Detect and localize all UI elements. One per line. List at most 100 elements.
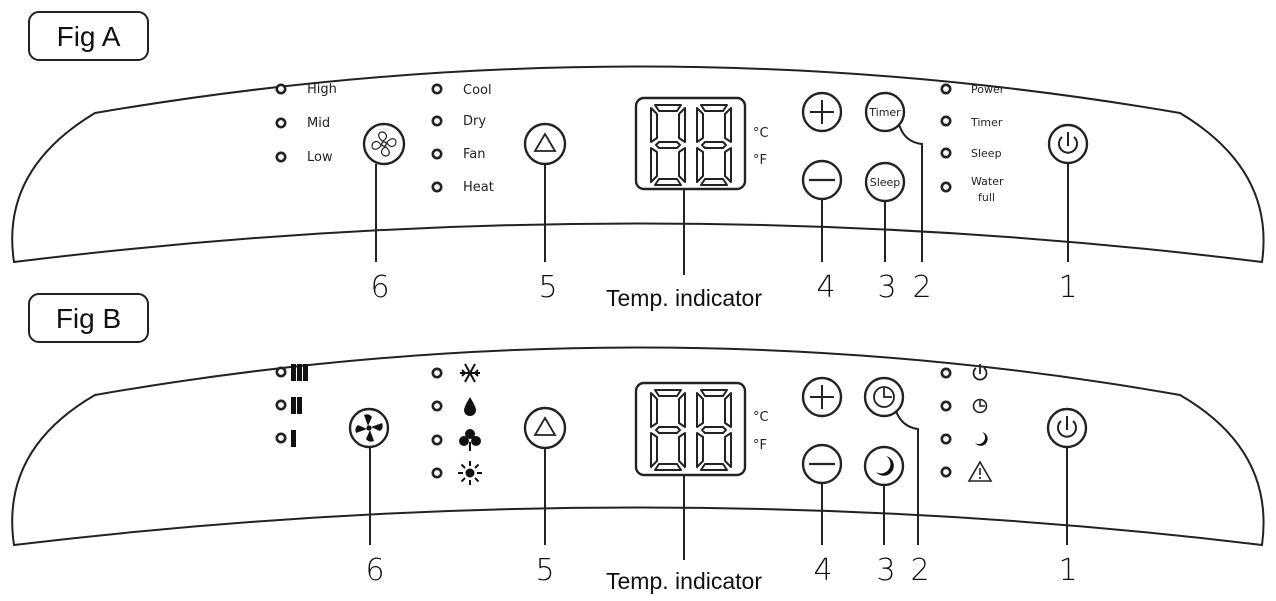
led-sleep — [940, 147, 952, 159]
triangle-up-icon — [533, 132, 557, 152]
led-label-full: full — [978, 191, 995, 204]
fig-b-label-box — [28, 293, 149, 343]
fan-speed-low-icon — [291, 430, 296, 447]
callout-5: 5 — [535, 553, 554, 588]
fig-b-fan-speed-leds — [275, 364, 308, 447]
fig-b-panel-outline — [11, 346, 1265, 547]
fig-a-status-leds: Power Timer Sleep Water full — [940, 83, 1005, 204]
temp-down-button[interactable] — [801, 443, 843, 485]
led-dry — [431, 115, 443, 127]
led-label-timer: Timer — [970, 116, 1003, 129]
led-high — [275, 83, 287, 95]
fig-b-mode-leds — [431, 363, 482, 485]
water-drop-icon — [464, 397, 476, 416]
led-low — [275, 432, 287, 444]
fig-b-status-leds — [940, 364, 993, 482]
led-label-high: High — [307, 82, 337, 97]
moon-icon — [876, 456, 894, 476]
timer-button-label: Timer — [868, 106, 901, 119]
fahrenheit-indicator: °F — [753, 153, 767, 168]
callout-1: 1 — [1058, 270, 1077, 305]
led-label-power: Power — [971, 83, 1005, 96]
led-label-cool: Cool — [463, 83, 492, 98]
led-power — [940, 83, 952, 95]
power-icon — [1058, 132, 1078, 154]
led-sleep — [940, 433, 952, 445]
fan-icon — [371, 131, 397, 157]
fan-speed-high-icon — [291, 364, 308, 381]
fig-a-title: Fig A — [57, 21, 121, 52]
temp-indicator-label: Temp. indicator — [606, 568, 762, 594]
temperature-display — [634, 96, 747, 191]
plus-icon — [810, 100, 834, 124]
power-button[interactable] — [1047, 123, 1089, 165]
fan-icon — [355, 414, 383, 442]
timer-button[interactable] — [863, 376, 905, 418]
fig-a: Fig A High Mid Low Cool — [11, 11, 1265, 311]
fig-a-mode-leds: Cool Dry Fan Heat — [431, 83, 494, 195]
fig-b-callouts: 6 5 4 3 2 1 Temp. indicator — [365, 553, 1077, 594]
callout-4: 4 — [816, 270, 835, 305]
callout-6: 6 — [370, 270, 389, 305]
led-water-full — [940, 181, 952, 193]
triangle-up-icon — [533, 416, 557, 436]
led-mid — [275, 117, 287, 129]
fig-a-fan-speed-leds: High Mid Low — [275, 82, 337, 165]
mode-button[interactable] — [523, 406, 567, 450]
fahrenheit-indicator: °F — [753, 438, 767, 453]
fig-a-callouts: 6 5 4 3 2 1 Temp. indicator — [370, 270, 1077, 311]
led-label-fan: Fan — [463, 147, 486, 162]
led-timer — [940, 115, 952, 127]
led-cool — [431, 367, 443, 379]
sleep-button[interactable]: Sleep — [864, 161, 906, 203]
plus-icon — [810, 385, 834, 409]
led-low — [275, 151, 287, 163]
temp-indicator-label: Temp. indicator — [606, 285, 762, 311]
clock-icon — [873, 386, 895, 408]
power-icon — [972, 364, 988, 381]
moon-icon — [975, 432, 988, 446]
led-heat — [431, 181, 443, 193]
temp-up-button[interactable] — [801, 91, 843, 133]
timer-button[interactable]: Timer — [864, 91, 906, 133]
fig-b-leader-lines — [369, 410, 1068, 560]
sleep-button-label: Sleep — [870, 176, 901, 189]
led-power — [940, 367, 952, 379]
fig-b: Fig B — [11, 293, 1265, 594]
callout-2: 2 — [910, 553, 929, 588]
clock-icon — [972, 398, 988, 414]
temp-down-button[interactable] — [801, 159, 843, 201]
led-timer — [940, 400, 952, 412]
fig-a-leader-lines — [375, 123, 1069, 275]
led-label-dry: Dry — [463, 114, 486, 129]
callout-4: 4 — [813, 553, 832, 588]
callout-2: 2 — [912, 270, 931, 305]
led-label-sleep: Sleep — [971, 147, 1002, 160]
snowflake-icon — [460, 363, 480, 383]
mode-button[interactable] — [523, 122, 567, 166]
callout-5: 5 — [538, 270, 557, 305]
sun-icon — [458, 461, 482, 485]
led-cool — [431, 83, 443, 95]
warning-icon — [967, 460, 993, 482]
callout-3: 3 — [876, 553, 895, 588]
fan-speed-button[interactable] — [348, 407, 390, 449]
led-label-mid: Mid — [307, 116, 330, 131]
fig-a-label-box — [28, 11, 149, 61]
led-label-water: Water — [971, 175, 1004, 188]
fig-b-title: Fig B — [56, 303, 121, 334]
sleep-button[interactable] — [863, 445, 905, 487]
led-mid — [275, 399, 287, 411]
temperature-display — [634, 381, 747, 477]
led-water-full — [940, 466, 952, 478]
led-label-heat: Heat — [463, 180, 494, 195]
fan-speed-mid-icon — [291, 397, 302, 414]
power-button[interactable] — [1046, 407, 1088, 449]
led-fan — [431, 434, 443, 446]
fan-icon — [459, 429, 481, 451]
callout-3: 3 — [877, 270, 896, 305]
fan-speed-button[interactable] — [362, 122, 406, 166]
callout-6: 6 — [365, 553, 384, 588]
temp-up-button[interactable] — [801, 376, 843, 418]
